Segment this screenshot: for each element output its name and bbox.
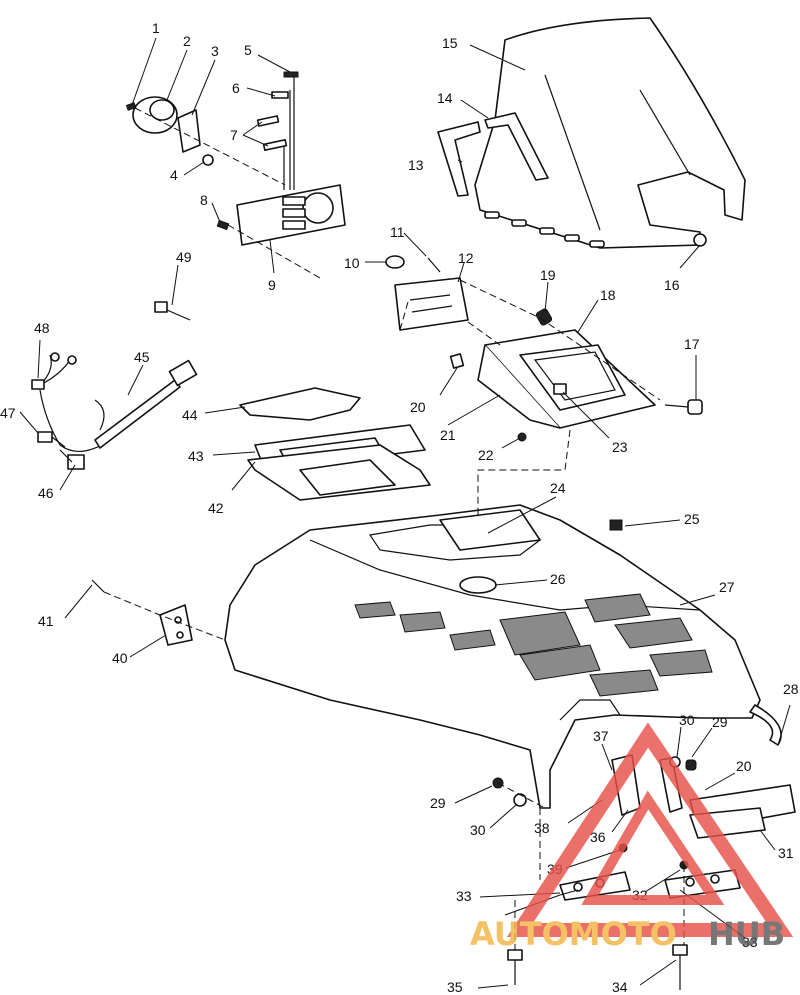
callout-c41: 41 xyxy=(38,613,54,629)
leader-lines xyxy=(19,37,791,989)
callout-c42: 42 xyxy=(208,500,224,516)
callout-c28: 28 xyxy=(783,681,799,697)
callout-c8: 8 xyxy=(200,192,208,208)
hood xyxy=(224,504,761,809)
callout-c30b: 30 xyxy=(679,712,695,728)
callout-c27: 27 xyxy=(719,579,735,595)
callout-c46: 46 xyxy=(38,485,54,501)
callout-c5: 5 xyxy=(244,42,252,58)
callout-c23: 23 xyxy=(612,439,628,455)
callout-c14: 14 xyxy=(437,90,453,106)
watermark-logo: AUTOMOTO HUB xyxy=(470,722,794,953)
callout-c29a: 29 xyxy=(430,795,446,811)
callout-c20b: 20 xyxy=(736,758,752,774)
gauge-assembly xyxy=(125,96,214,166)
callout-c20a: 20 xyxy=(410,399,426,415)
callout-c37: 37 xyxy=(593,728,609,744)
callout-c34: 34 xyxy=(612,979,628,995)
callout-c47: 47 xyxy=(0,405,16,421)
callout-c43: 43 xyxy=(188,448,204,464)
callout-c45: 45 xyxy=(134,349,150,365)
callout-c33b: 33 xyxy=(742,934,758,950)
callout-c49: 49 xyxy=(176,249,192,265)
callout-c21: 21 xyxy=(440,427,456,443)
callout-c36: 36 xyxy=(590,829,606,845)
wiring-harness xyxy=(31,352,198,470)
callout-c12: 12 xyxy=(458,250,474,266)
callout-c38: 38 xyxy=(534,820,550,836)
callout-c19: 19 xyxy=(540,267,556,283)
console xyxy=(449,233,707,442)
callout-c9: 9 xyxy=(268,277,276,293)
callout-c33a: 33 xyxy=(456,888,472,904)
callout-c11: 11 xyxy=(390,224,405,240)
callout-c35: 35 xyxy=(447,979,463,995)
callout-c30a: 30 xyxy=(470,822,486,838)
callout-c17: 17 xyxy=(684,336,700,352)
seal-pads xyxy=(239,387,431,501)
callout-c10: 10 xyxy=(344,255,360,271)
callout-c4: 4 xyxy=(170,167,178,183)
watermark-triangle-inner xyxy=(581,790,725,905)
headlight-housing xyxy=(385,255,553,331)
callout-c26: 26 xyxy=(550,571,566,587)
callout-c2: 2 xyxy=(183,33,191,49)
windshield xyxy=(474,17,746,249)
watermark-triangle-outer xyxy=(507,722,794,937)
callout-c15: 15 xyxy=(442,35,458,51)
callout-c29b: 29 xyxy=(712,714,728,730)
watermark-word-a: AUTOMOTO xyxy=(470,915,677,953)
callout-c3: 3 xyxy=(211,43,219,59)
callout-c48: 48 xyxy=(34,320,50,336)
callout-c13: 13 xyxy=(408,157,424,173)
windshield-trim-strips xyxy=(437,112,549,197)
callout-c24: 24 xyxy=(550,480,566,496)
side-bracket xyxy=(91,301,193,646)
callout-c18: 18 xyxy=(600,287,616,303)
callout-c6: 6 xyxy=(232,80,240,96)
callout-c40: 40 xyxy=(112,650,128,666)
watermark-word-b: HUB xyxy=(708,915,785,953)
callout-c31: 31 xyxy=(778,845,794,861)
callout-c16: 16 xyxy=(664,277,680,293)
callout-c1: 1 xyxy=(152,20,160,36)
instrument-panel-bracket xyxy=(216,71,346,246)
callout-c7: 7 xyxy=(230,127,238,143)
callout-c44: 44 xyxy=(182,407,198,423)
callout-c25: 25 xyxy=(684,511,700,527)
callout-c22: 22 xyxy=(478,447,494,463)
